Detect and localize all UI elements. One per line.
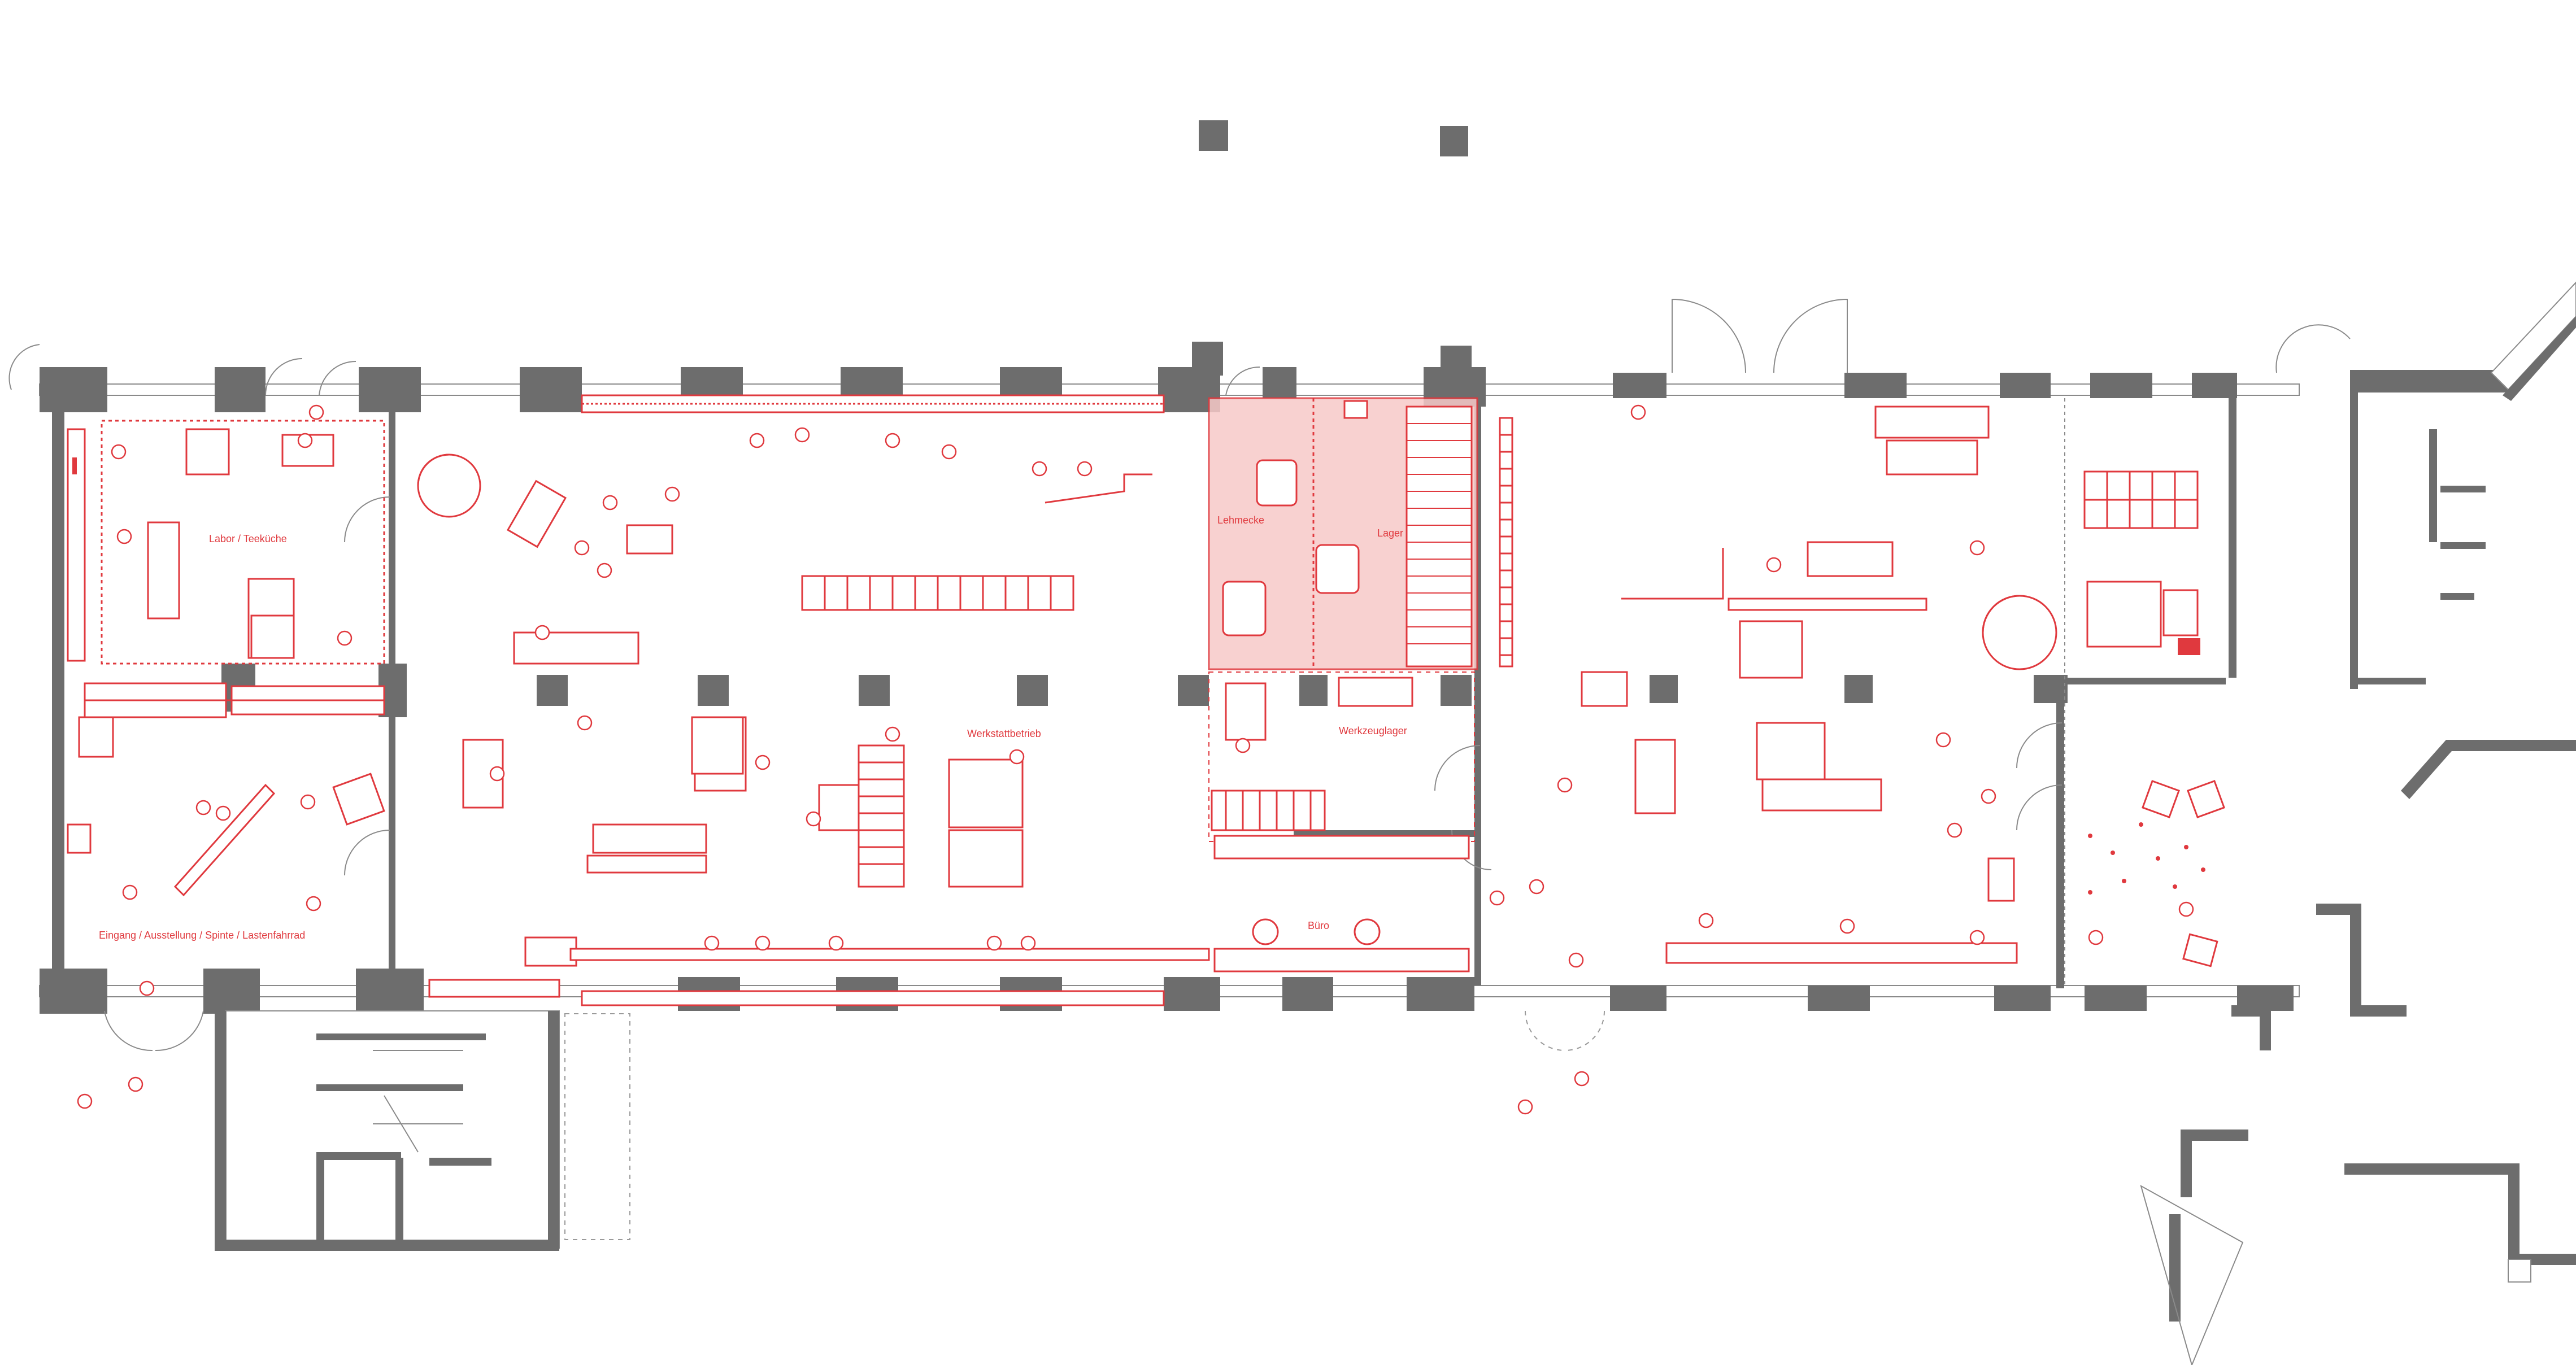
stair-annex (215, 1010, 630, 1251)
label-lager: Lager (1377, 527, 1403, 539)
eingang-furniture (67, 716, 385, 897)
label-eingang: Eingang / Ausstellung / Spinte / Lastenf… (99, 930, 305, 941)
room-labels: Labor / Teeküche Eingang / Ausstellung /… (99, 514, 1407, 941)
lehmecke-lager-zone (1208, 397, 1478, 670)
label-lehmecke: Lehmecke (1217, 514, 1264, 526)
people-symbols (77, 404, 2194, 1115)
werkzeuglager-buero (1208, 671, 1475, 972)
label-labor: Labor / Teeküche (209, 533, 287, 544)
right-hall-furniture (1499, 398, 2225, 985)
label-buero: Büro (1308, 920, 1329, 931)
labor-furniture (67, 420, 385, 718)
exterior-columns (1199, 120, 1468, 156)
doors (8, 298, 2351, 1052)
label-werkzeuglager: Werkzeuglager (1339, 725, 1407, 736)
werkstatt-furniture (417, 394, 1413, 1006)
neighbour-building (2140, 281, 2576, 1365)
label-werkstattbetrieb: Werkstattbetrieb (967, 728, 1041, 739)
